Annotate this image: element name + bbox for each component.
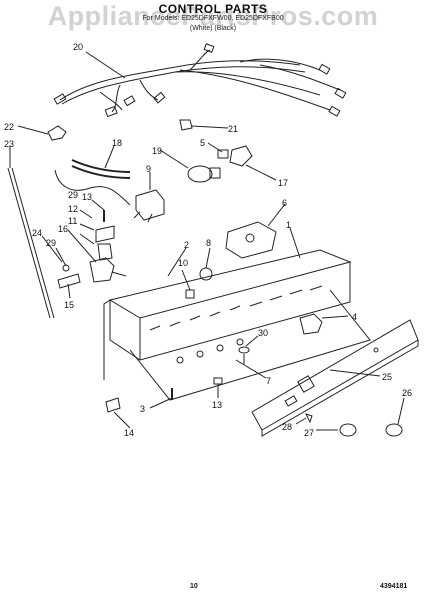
callout-29-lower: 29 (46, 238, 56, 248)
callout-24: 24 (32, 228, 42, 238)
callout-15: 15 (64, 300, 74, 310)
callout-7: 7 (266, 376, 271, 386)
callout-19: 19 (152, 146, 162, 156)
part-22-clip (47, 125, 67, 141)
callout-30: 30 (258, 328, 268, 338)
callout-21: 21 (228, 124, 238, 134)
callout-11: 11 (68, 216, 77, 226)
part-code: 4394181 (380, 583, 408, 590)
part-5 (217, 149, 229, 159)
part-17-socket (229, 145, 253, 167)
models-line: For Models: ED25DFXFW00, ED25DFXFB00 (142, 15, 284, 22)
callout-16: 16 (58, 224, 68, 234)
part-21 (179, 119, 193, 131)
callout-10: 10 (178, 258, 188, 268)
page-title: CONTROL PARTS (158, 2, 268, 16)
callout-17: 17 (278, 178, 288, 188)
callout-26: 26 (402, 388, 412, 398)
callout-14: 14 (124, 428, 134, 438)
callout-1: 1 (286, 220, 291, 230)
callout-27: 27 (304, 428, 314, 438)
watermark: AppliancePartsPros.com (47, 1, 379, 31)
part-27-knob (339, 423, 357, 437)
callout-8: 8 (206, 238, 211, 248)
part-19-bulb (187, 165, 213, 183)
wire-harness (53, 43, 347, 118)
part-14-bracket (105, 397, 121, 413)
callout-18: 18 (112, 138, 122, 148)
page-number: 10 (190, 583, 198, 590)
callout-28: 28 (282, 422, 292, 432)
color-line: (White) (Black) (189, 25, 237, 32)
callout-12: 12 (68, 204, 78, 214)
callout-3: 3 (140, 404, 145, 414)
part-6-thermostat (225, 221, 277, 259)
callout-5: 5 (200, 138, 205, 148)
callout-2: 2 (184, 240, 189, 250)
callout-labels: 20 22 23 18 21 5 19 17 9 6 13 29 12 11 1… (4, 42, 412, 438)
callout-13-lower: 13 (212, 400, 222, 410)
callout-23: 23 (4, 139, 14, 149)
part-25-panel (251, 319, 419, 437)
part-26-knob (385, 423, 403, 437)
callout-6: 6 (282, 198, 287, 208)
part-16-control (89, 257, 115, 283)
callout-4: 4 (352, 312, 357, 322)
callout-22: 22 (4, 122, 14, 132)
part-23-rod (7, 167, 55, 319)
callout-13-upper: 13 (82, 192, 92, 202)
part-8 (199, 267, 213, 281)
callout-9: 9 (146, 164, 151, 174)
callout-25: 25 (382, 372, 392, 382)
control-housing (103, 249, 371, 401)
callout-29-upper: 29 (68, 190, 78, 200)
part-4 (299, 313, 323, 335)
callout-20: 20 (73, 42, 83, 52)
part-9-switch (135, 189, 165, 221)
